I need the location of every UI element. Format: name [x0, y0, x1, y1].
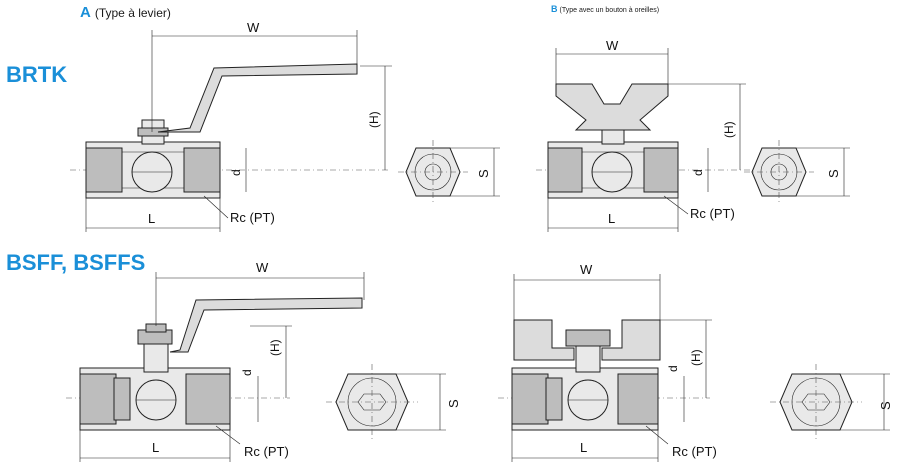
bsff-lever-front-view: W (H) d L Rc (PT) [66, 260, 365, 462]
variant-b-label: B(Type avec un bouton à oreilles) [551, 4, 659, 14]
bsff-wing-side-view: S [770, 364, 893, 440]
dim-l-brtk-b: L [608, 211, 615, 226]
dim-d-bsff-b: d [666, 365, 680, 372]
dim-h-bsff-b: (H) [689, 349, 703, 366]
row-title-brtk: BRTK [6, 62, 68, 87]
variant-a-letter: A [80, 4, 91, 21]
dim-w-brtk-a: W [247, 20, 260, 35]
brtk-lever-side-view: S [398, 140, 500, 204]
dim-l-bsff-b: L [580, 440, 587, 455]
dim-w-bsff-b: W [580, 262, 593, 277]
dim-w-brtk-b: W [606, 38, 619, 53]
brtk-lever-front-view: W (H) d L Rc (PT) [70, 20, 392, 232]
dim-rc-brtk-b: Rc (PT) [690, 206, 735, 221]
bsff-lever-side-view: S [326, 364, 461, 440]
row-title-bsff-bsffs: BSFF, BSFFS [6, 250, 146, 275]
dim-s-bsff-b: S [878, 401, 893, 410]
dim-w-bsff-a: W [256, 260, 269, 275]
dim-s-brtk-b: S [826, 169, 841, 178]
dim-rc-brtk-a: Rc (PT) [230, 210, 275, 225]
variant-b-desc: (Type avec un bouton à oreilles) [559, 7, 660, 14]
bsff-wing-front-view: W (H) d L Rc (PT) [498, 262, 717, 462]
dim-h-brtk-b: (H) [722, 121, 736, 138]
dim-d-brtk-b: d [691, 169, 705, 176]
dim-s-brtk-a: S [476, 169, 491, 178]
dim-d-bsff-a: d [240, 369, 254, 376]
variant-a-label: A(Type à levier) [80, 4, 171, 21]
variant-b-letter: B [551, 4, 558, 14]
dim-d-brtk-a: d [229, 169, 243, 176]
dim-s-bsff-a: S [446, 399, 461, 408]
dim-l-bsff-a: L [152, 440, 159, 455]
dim-rc-bsff-b: Rc (PT) [672, 444, 717, 459]
brtk-wing-side-view: S [744, 140, 850, 204]
brtk-wing-front-view: W (H) d L Rc (PT) [536, 38, 752, 232]
variant-a-desc: (Type à levier) [94, 6, 171, 20]
dim-h-bsff-a: (H) [268, 339, 282, 356]
dim-rc-bsff-a: Rc (PT) [244, 444, 289, 459]
dim-l-brtk-a: L [148, 211, 155, 226]
dim-h-brtk-a: (H) [367, 111, 381, 128]
